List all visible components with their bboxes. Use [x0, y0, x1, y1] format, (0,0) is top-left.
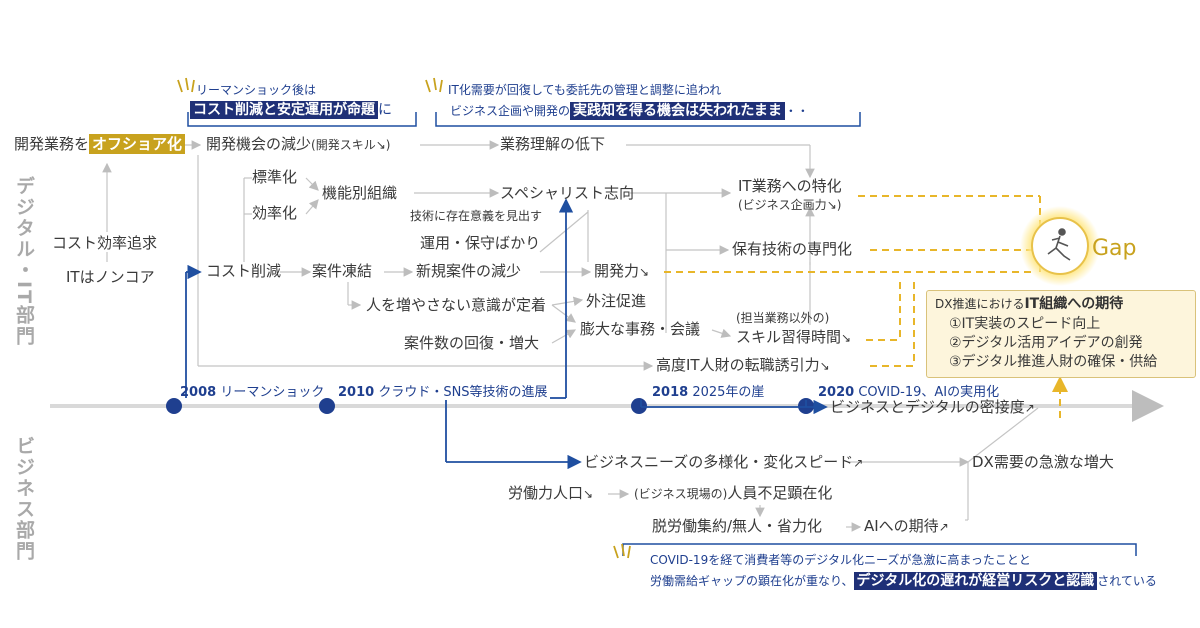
node-project-recover: 案件数の回復・増大: [404, 334, 540, 352]
gap-dashed-lines: [664, 195, 1068, 418]
node-functional-org: 機能別組織: [322, 184, 398, 202]
node-ai-expect: AIへの期待↗: [864, 517, 949, 535]
milestone-2018: 2018 2025年の崖: [652, 385, 765, 400]
node-it-noncore: ITはノンコア: [66, 268, 155, 286]
milestone-2008: 2008 リーマンショック: [180, 385, 325, 400]
node-efficiency: 効率化: [252, 204, 298, 222]
callout-lehman-line2: コスト削減と安定運用が命題に: [190, 101, 392, 119]
callout-itdemand-line2: ビジネス企画や開発の実践知を得る機会は失われたまま・・: [450, 102, 809, 120]
node-staff-shortage: (ビジネス現場の)人員不足顕在化: [634, 484, 833, 502]
timeline-dot-2008: [166, 398, 182, 414]
node-tech-meaning: 技術に存在意義を見出す: [410, 209, 543, 223]
milestone-2010: 2010 クラウド・SNS等技術の進展: [338, 385, 548, 400]
blue-flow-lines: [185, 198, 828, 470]
node-offshore: 開発業務をオフショア化: [14, 134, 186, 154]
node-it-specialize-sub: (ビジネス企画力↘): [738, 198, 842, 212]
offshore-highlight: オフショア化: [89, 134, 186, 154]
node-poaching: 高度IT人財の転職誘引力↘: [656, 356, 830, 374]
node-it-specialize: IT業務への特化: [738, 177, 842, 195]
node-dev-power: 開発力↘: [594, 262, 650, 280]
node-ops-only: 運用・保守ばかり: [420, 234, 541, 252]
callout-lehman-line1: リーマンショック後は: [196, 83, 317, 97]
node-specialist: スペシャリスト志向: [500, 184, 634, 202]
spark-icons: [177, 77, 631, 559]
node-skill-time: スキル習得時間↘: [736, 328, 852, 346]
running-person-icon: [1047, 228, 1071, 261]
node-freeze: 案件凍結: [312, 262, 373, 280]
gap-label: Gap: [1092, 236, 1137, 261]
node-tasks-meetings: 膨大な事務・会議: [580, 320, 701, 338]
callout-itdemand-line1: IT化需要が回復しても委託先の管理と調整に追われ: [448, 83, 722, 97]
node-cost-efficiency: コスト効率追求: [52, 234, 158, 252]
side-label-it: デジタル・IT部門: [13, 176, 35, 348]
node-tech-special: 保有技術の専門化: [732, 240, 853, 258]
flow-lines: [102, 140, 815, 371]
gap-icon-circle: [1031, 217, 1089, 275]
dx-item-2: ②デジタル活用アイデアの創発: [949, 335, 1143, 351]
node-no-hire: 人を増やさない意識が定着: [366, 296, 547, 314]
dx-item-1: ①IT実装のスピード向上: [949, 316, 1101, 332]
flow-lines-business: [608, 407, 1039, 532]
node-biz-digital: ビジネスとデジタルの密接度↗: [830, 398, 1035, 416]
node-labor-pop: 労働力人口↘: [508, 484, 594, 502]
side-label-business: ビジネス部門: [13, 436, 35, 562]
node-biz-understanding: 業務理解の低下: [500, 135, 606, 153]
timeline-dot-2018: [631, 398, 647, 414]
callout-covid-line1: COVID-19を経て消費者等のデジタル化ニーズが急激に高まったことと: [650, 553, 1031, 567]
node-standardize: 標準化: [252, 168, 298, 186]
node-dev-reduce: 開発機会の減少(開発スキル↘): [206, 135, 391, 153]
node-new-project-drop: 新規案件の減少: [416, 262, 522, 280]
node-labor-saving: 脱労働集約/無人・省力化: [652, 517, 823, 535]
node-outsource: 外注促進: [586, 292, 647, 310]
callout-covid-line2: 労働需給ギャップの顕在化が重なり、デジタル化の遅れが経営リスクと認識されている: [650, 572, 1157, 590]
node-biz-needs: ビジネスニーズの多様化・変化スピード↗: [584, 453, 864, 471]
node-cost-cut: コスト削減: [206, 262, 282, 280]
milestone-2020: 2020 COVID-19、AIの実用化: [818, 385, 1000, 400]
dx-expectation-box: DX推進におけるIT組織への期待 ①IT実装のスピード向上 ②デジタル活用アイデ…: [926, 290, 1196, 378]
timeline-dot-2010: [319, 398, 335, 414]
dx-item-3: ③デジタル推進人財の確保・供給: [949, 354, 1158, 370]
node-dx-demand: DX需要の急激な増大: [972, 453, 1114, 471]
node-skill-sub: (担当業務以外の): [736, 311, 830, 325]
dx-box-title: DX推進におけるIT組織への期待: [935, 296, 1124, 312]
